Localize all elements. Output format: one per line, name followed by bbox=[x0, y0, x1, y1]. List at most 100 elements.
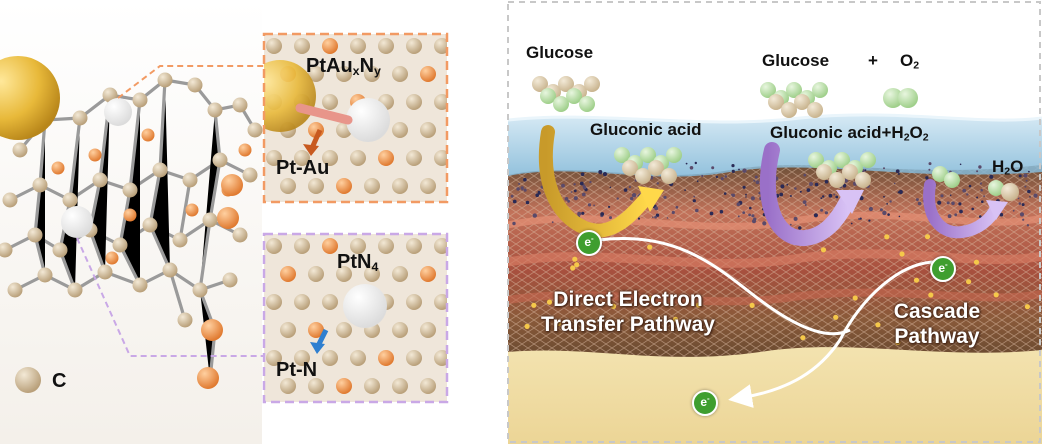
enzyme-particle bbox=[609, 186, 612, 189]
glucose-molecule-atom bbox=[768, 94, 784, 110]
enzyme-particle bbox=[946, 201, 950, 205]
enzyme-particle bbox=[581, 211, 585, 215]
enzyme-particle bbox=[959, 209, 963, 214]
enzyme-particle bbox=[654, 206, 659, 211]
glucose-molecule-atom bbox=[786, 82, 802, 98]
lattice-carbon-atom bbox=[420, 322, 436, 338]
glucose-molecule-atom bbox=[553, 96, 569, 112]
gluconic-acid-molecule-atom bbox=[614, 147, 630, 163]
lattice-carbon-atom bbox=[350, 38, 366, 54]
enzyme-particle bbox=[652, 216, 654, 218]
enzyme-particle bbox=[570, 191, 573, 193]
arrow-purple-head-2 bbox=[986, 200, 1008, 220]
lattice-carbon-atom bbox=[434, 294, 447, 310]
lattice-carbon-atom bbox=[406, 150, 422, 166]
framework-dopant-atom bbox=[238, 143, 252, 157]
catalyst-nanoparticle bbox=[531, 302, 537, 308]
enzyme-particle bbox=[609, 216, 612, 220]
enzyme-particle bbox=[850, 222, 853, 225]
lattice-dopant-atom bbox=[420, 266, 436, 282]
label-plus: + bbox=[868, 51, 878, 70]
enzyme-particle bbox=[1024, 185, 1027, 188]
catalyst-nanoparticle bbox=[1024, 304, 1030, 310]
lattice-carbon-atom bbox=[364, 378, 380, 394]
arrow-orange-shaft bbox=[309, 128, 323, 150]
inset-pt-n-site bbox=[262, 232, 464, 404]
framework-carbon-atom bbox=[232, 97, 248, 113]
inset-gold-particle bbox=[264, 60, 316, 132]
lattice-carbon-atom bbox=[266, 38, 282, 54]
enzyme-particle bbox=[731, 193, 734, 196]
lattice-carbon-atom bbox=[378, 238, 394, 254]
label-water: H2O bbox=[992, 157, 1024, 178]
catalyst-nanoparticle bbox=[833, 314, 839, 320]
label-ptauxny: PtAuxNy bbox=[306, 55, 381, 79]
framework-carbon-atom bbox=[32, 177, 48, 193]
framework-carbon-atom bbox=[232, 227, 248, 243]
lattice-dopant-atom bbox=[336, 178, 352, 194]
enzyme-particle bbox=[809, 182, 814, 186]
enzyme-particle bbox=[655, 213, 660, 217]
framework-carbon-atom bbox=[67, 282, 83, 298]
framework-carbon-atom bbox=[7, 282, 23, 298]
enzyme-particle bbox=[675, 205, 679, 209]
enzyme-particle bbox=[520, 186, 524, 190]
catalyst-nanoparticle bbox=[647, 244, 653, 250]
enzyme-particle bbox=[523, 188, 527, 192]
arrow-yellow-direct bbox=[538, 125, 655, 238]
electron-badge-2: e- bbox=[930, 256, 956, 282]
enzyme-particle bbox=[898, 215, 901, 218]
framework-dopant-atom bbox=[88, 148, 102, 162]
water-molecule-atom bbox=[1001, 183, 1019, 201]
lattice-carbon-atom bbox=[336, 322, 352, 338]
framework-carbon-atom bbox=[192, 282, 208, 298]
enzyme-particle bbox=[535, 193, 539, 197]
framework-carbon-atom bbox=[157, 72, 173, 88]
lattice-dopant-atom bbox=[378, 350, 394, 366]
enzyme-particle bbox=[736, 202, 741, 207]
catalyst-nanoparticle bbox=[647, 295, 653, 301]
catalyst-nanoparticle bbox=[916, 333, 922, 339]
enzyme-particle bbox=[694, 161, 697, 165]
oxygen-molecule-atom bbox=[883, 88, 903, 108]
lattice-dopant-atom bbox=[336, 378, 352, 394]
lattice-dopant-atom bbox=[378, 150, 394, 166]
lattice-carbon-atom bbox=[308, 266, 324, 282]
enzyme-particle bbox=[742, 185, 746, 189]
gluconic-acid-molecule-atom bbox=[635, 168, 651, 184]
enzyme-particle bbox=[889, 200, 892, 203]
enzyme-particle bbox=[824, 179, 829, 184]
enzyme-particle bbox=[868, 219, 871, 222]
enzyme-particle bbox=[723, 192, 727, 195]
gluconic-acid-molecule-atom bbox=[622, 160, 638, 176]
label-ptn4: PtN4 bbox=[337, 251, 379, 275]
enzyme-particle bbox=[897, 173, 900, 175]
enzyme-particle bbox=[521, 188, 524, 191]
inset-pt-au-site bbox=[262, 32, 449, 204]
framework-carbon-atom bbox=[172, 232, 188, 248]
enzyme-particle bbox=[962, 188, 967, 193]
enzyme-particle bbox=[895, 169, 900, 174]
enzyme-particle bbox=[802, 200, 807, 205]
enzyme-particle bbox=[532, 213, 537, 218]
catalyst-nanoparticle bbox=[895, 339, 901, 346]
enzyme-particle bbox=[720, 177, 724, 181]
enzyme-particle bbox=[753, 179, 756, 182]
lattice-carbon-atom bbox=[448, 266, 464, 282]
enzyme-particle bbox=[1033, 193, 1038, 198]
enzyme-particle bbox=[979, 182, 983, 185]
enzyme-particle bbox=[971, 207, 974, 211]
enzyme-particle bbox=[779, 192, 784, 197]
enzyme-particle bbox=[656, 182, 659, 185]
enzyme-particle bbox=[824, 211, 829, 215]
enzyme-particle bbox=[864, 169, 867, 172]
enzyme-particle bbox=[577, 211, 582, 216]
lattice-carbon-atom bbox=[392, 122, 408, 138]
enzyme-particle bbox=[616, 197, 619, 200]
enzyme-particle bbox=[1022, 218, 1025, 221]
enzyme-particle bbox=[789, 223, 792, 226]
enzyme-particle bbox=[731, 169, 735, 173]
enzyme-particle bbox=[949, 194, 952, 196]
enzyme-particle bbox=[983, 195, 985, 198]
lattice-carbon-atom bbox=[420, 178, 436, 194]
